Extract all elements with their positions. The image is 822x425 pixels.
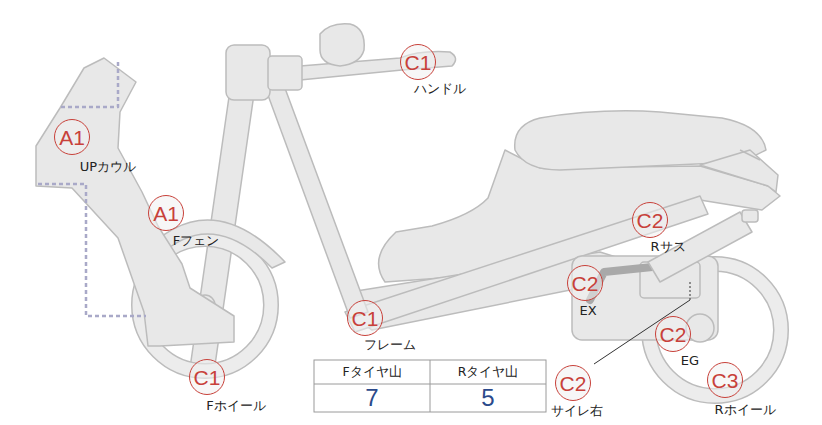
table-header: Rタイヤ山 <box>458 364 519 381</box>
grade-callout: C2EX <box>567 265 603 301</box>
grade-callout: C2EG <box>655 316 691 352</box>
table-header: Fタイヤ山 <box>342 364 401 381</box>
part-name: Rサス <box>650 240 685 254</box>
grade-code: C2 <box>560 373 587 394</box>
grade-code: A1 <box>59 127 85 148</box>
tyre-table <box>314 360 546 412</box>
part-name: UPカウル <box>80 160 136 174</box>
grade-callout: C1Fホイール <box>189 359 225 395</box>
grade-code: A1 <box>153 203 179 224</box>
grade-circle: C2 <box>555 365 591 401</box>
part-name: サイレ右 <box>551 404 603 418</box>
grade-circle: C1 <box>347 300 383 336</box>
grade-circle: A1 <box>54 119 90 155</box>
part-name: Fフェン <box>173 234 219 248</box>
grade-code: C2 <box>660 324 687 345</box>
grade-code: C1 <box>352 308 379 329</box>
table-value: 5 <box>481 384 494 412</box>
table-value: 7 <box>365 384 378 412</box>
grade-circle: C3 <box>707 362 743 398</box>
grade-circle: A1 <box>148 195 184 231</box>
grade-callout: A1UPカウル <box>54 119 90 155</box>
grade-code: C1 <box>405 52 432 73</box>
grade-callout: A1Fフェン <box>148 195 184 231</box>
grade-callout: C1フレーム <box>347 300 383 336</box>
grade-callout: C1ハンドル <box>400 44 436 80</box>
grade-code: C1 <box>194 367 221 388</box>
grade-circle: C2 <box>655 316 691 352</box>
grade-code: C2 <box>637 210 664 231</box>
grade-circle: C1 <box>189 359 225 395</box>
grade-callout: C2Rサス <box>632 202 668 238</box>
grade-circle: C2 <box>567 265 603 301</box>
grade-callout: C2サイレ右 <box>555 365 591 401</box>
grade-code: C2 <box>572 273 599 294</box>
part-name: ハンドル <box>414 82 466 96</box>
part-name: Rホイール <box>714 403 775 417</box>
part-name: EG <box>681 354 699 368</box>
part-name: フレーム <box>364 338 416 352</box>
part-name: EX <box>579 304 596 318</box>
grade-callout: C3Rホイール <box>707 362 743 398</box>
part-name: Fホイール <box>206 399 265 413</box>
grade-code: C3 <box>712 370 739 391</box>
grade-circle: C2 <box>632 202 668 238</box>
grade-circle: C1 <box>400 44 436 80</box>
